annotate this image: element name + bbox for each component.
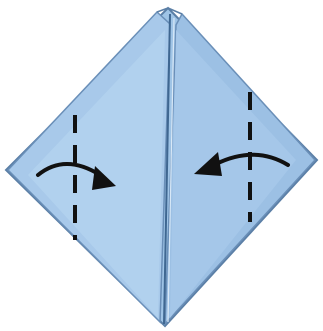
origami-fold-illustration (0, 0, 323, 331)
origami-diagram (0, 0, 323, 331)
